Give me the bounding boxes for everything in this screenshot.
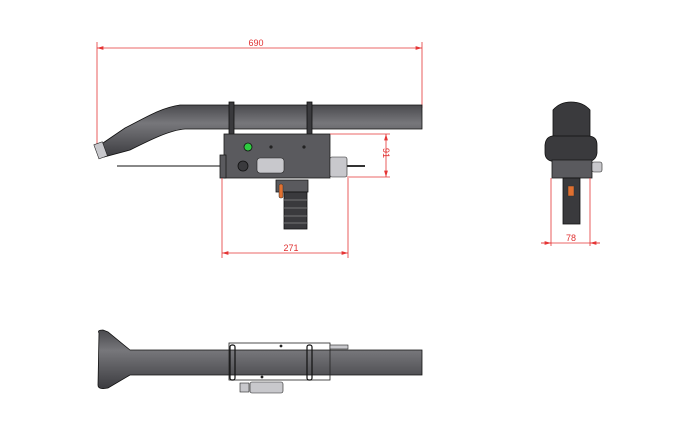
clamp bbox=[228, 101, 235, 136]
cylinder bbox=[256, 157, 285, 174]
dimension-overall-length: 690 bbox=[96, 38, 423, 145]
grip bbox=[283, 191, 308, 230]
dimension-label-271: 271 bbox=[283, 243, 298, 253]
tube bbox=[99, 104, 423, 158]
dimension-label-690: 690 bbox=[248, 38, 263, 48]
top-view bbox=[97, 329, 423, 394]
dimension-label-78: 78 bbox=[566, 233, 576, 243]
indicator-light bbox=[243, 142, 253, 152]
trigger bbox=[278, 183, 284, 199]
side-view: 690 91 bbox=[93, 38, 423, 258]
dimension-side-width: 78 bbox=[541, 178, 600, 246]
tube-top bbox=[97, 329, 423, 389]
hood bbox=[552, 101, 591, 141]
end-view: 78 bbox=[541, 101, 603, 246]
dimension-body-length: 271 bbox=[221, 178, 349, 258]
cylinder-top bbox=[249, 381, 284, 394]
nozzle bbox=[329, 156, 348, 178]
dimension-label-91: 91 bbox=[381, 148, 391, 158]
top-box-outline bbox=[228, 342, 331, 381]
clamp bbox=[306, 101, 313, 136]
dimension-body-height: 91 bbox=[330, 133, 391, 178]
end-box bbox=[551, 159, 593, 179]
end-grip bbox=[562, 177, 581, 225]
